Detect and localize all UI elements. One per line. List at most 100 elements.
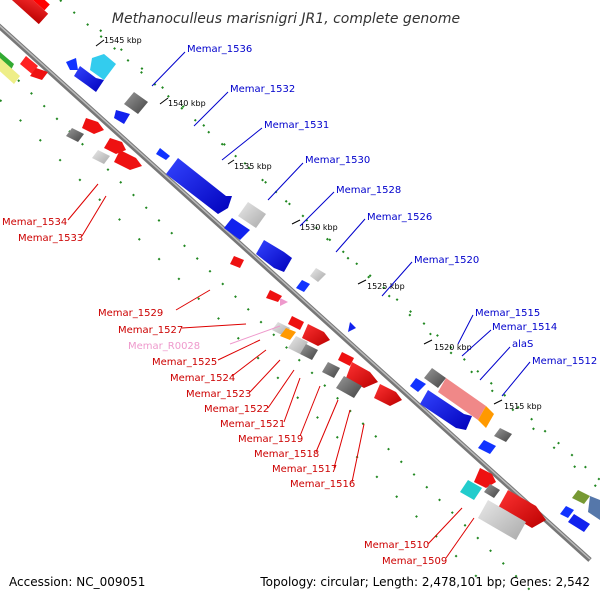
gene-label[interactable]: Memar_1510 [364, 540, 429, 551]
topology-summary: Topology: circular; Length: 2,478,101 bp… [259, 575, 590, 589]
gene-feature[interactable] [30, 68, 48, 80]
gene-feature[interactable] [338, 352, 354, 366]
forward-labels [151, 51, 531, 397]
accession-text: Accession: NC_009051 [9, 575, 145, 589]
gene-feature[interactable] [424, 368, 446, 388]
gene-feature[interactable] [266, 290, 282, 302]
gene-feature[interactable] [478, 406, 494, 428]
gene-label[interactable]: Memar_1524 [170, 373, 235, 384]
gene-label[interactable]: Memar_R0028 [128, 341, 200, 352]
gene-label[interactable]: Memar_1518 [254, 449, 319, 460]
gene-feature[interactable] [478, 440, 496, 454]
gene-feature[interactable] [374, 384, 402, 406]
scale-tick [95, 39, 105, 47]
gene-feature[interactable] [0, 58, 20, 84]
gene-feature[interactable] [230, 256, 244, 268]
scale-label: 1525 kbp [367, 282, 405, 291]
gene-feature[interactable] [92, 150, 110, 164]
gene-feature[interactable] [302, 324, 330, 346]
gene-feature[interactable] [568, 514, 590, 532]
gene-label[interactable]: Memar_1533 [18, 233, 83, 244]
gene-feature[interactable] [20, 56, 38, 74]
gene-feature[interactable] [280, 298, 288, 306]
gene-feature[interactable] [90, 54, 116, 80]
gene-label[interactable]: Memar_1529 [98, 308, 163, 319]
gene-feature[interactable] [104, 138, 126, 154]
gene-label[interactable]: Memar_1531 [264, 120, 329, 131]
scale-label: 1530 kbp [300, 223, 338, 232]
gene-label[interactable]: Memar_1521 [220, 419, 285, 430]
gene-label[interactable]: Memar_1527 [118, 325, 183, 336]
gene-label[interactable]: Memar_1515 [475, 308, 540, 319]
map-title: Methanoculleus marisnigri JR1, complete … [112, 11, 460, 27]
gene-feature[interactable] [478, 500, 526, 540]
gene-feature[interactable] [322, 362, 340, 378]
scale-markers: 1545 kbp 1540 kbp 1535 kbp 1530 kbp 1525… [95, 36, 542, 411]
gene-feature[interactable] [66, 128, 84, 142]
gene-feature[interactable] [474, 468, 496, 488]
gene-feature[interactable] [310, 268, 326, 282]
reverse-features [66, 118, 546, 540]
scale-label: 1520 kbp [434, 343, 472, 352]
gene-feature[interactable] [420, 390, 472, 430]
gene-label[interactable]: Memar_1509 [382, 556, 447, 567]
gene-feature[interactable] [74, 66, 104, 92]
gene-feature[interactable] [114, 150, 142, 170]
gene-feature[interactable] [9, 0, 49, 25]
reverse-labels [67, 183, 475, 559]
gene-label[interactable]: Memar_1512 [532, 356, 597, 367]
gene-feature[interactable] [0, 52, 14, 72]
gene-feature[interactable] [438, 378, 486, 420]
gene-label[interactable]: Memar_1526 [367, 212, 432, 223]
genome-backbone [0, 23, 592, 562]
gene-feature[interactable] [588, 496, 600, 520]
gene-label[interactable]: Memar_1520 [414, 255, 479, 266]
scale-label: 1515 kbp [504, 402, 542, 411]
gene-label[interactable]: Memar_1517 [272, 464, 337, 475]
gene-label[interactable]: Memar_1525 [152, 357, 217, 368]
reverse-label-text: Memar_1534 Memar_1533 Memar_1529 Memar_1… [2, 217, 447, 567]
gene-feature[interactable] [238, 202, 266, 228]
gene-feature[interactable] [82, 118, 104, 134]
gene-feature[interactable] [410, 378, 426, 392]
scale-label: 1535 kbp [234, 162, 272, 171]
tick-tracks [17, 0, 600, 600]
gene-feature[interactable] [560, 506, 574, 518]
gene-label[interactable]: alaS [512, 339, 533, 350]
rna-label-leader [229, 325, 281, 345]
gene-label[interactable]: Memar_1536 [187, 44, 252, 55]
scale-tick [357, 279, 367, 285]
gene-feature[interactable] [572, 490, 590, 504]
gene-feature[interactable] [484, 484, 500, 498]
gene-feature[interactable] [114, 110, 130, 124]
gene-feature[interactable] [66, 58, 78, 70]
gene-feature[interactable] [460, 480, 482, 500]
gene-label[interactable]: Memar_1534 [2, 217, 67, 228]
gene-feature[interactable] [348, 322, 356, 332]
gene-label[interactable]: Memar_1523 [186, 389, 251, 400]
gene-feature[interactable] [346, 362, 378, 388]
gene-label[interactable]: Memar_1514 [492, 322, 557, 333]
gene-feature[interactable] [124, 92, 148, 114]
gene-feature[interactable] [280, 328, 296, 340]
gene-label[interactable]: Memar_1522 [204, 404, 269, 415]
gene-feature[interactable] [288, 316, 304, 330]
gene-feature[interactable] [494, 428, 512, 442]
gene-feature[interactable] [498, 490, 546, 528]
gene-feature[interactable] [296, 280, 310, 292]
gene-feature[interactable] [300, 344, 318, 360]
gene-label[interactable]: Memar_1516 [290, 479, 355, 490]
gene-feature[interactable] [156, 148, 170, 160]
gene-label[interactable]: Memar_1528 [336, 185, 401, 196]
gene-label[interactable]: Memar_1519 [238, 434, 303, 445]
scale-label: 1540 kbp [168, 99, 206, 108]
gene-feature[interactable] [336, 376, 362, 398]
gene-label[interactable]: Memar_1532 [230, 84, 295, 95]
scale-tick [227, 159, 235, 165]
gene-feature[interactable] [166, 158, 232, 214]
gene-feature[interactable] [22, 0, 50, 11]
gene-feature[interactable] [256, 240, 292, 272]
gene-feature[interactable] [224, 218, 250, 240]
gene-label[interactable]: Memar_1530 [305, 155, 370, 166]
